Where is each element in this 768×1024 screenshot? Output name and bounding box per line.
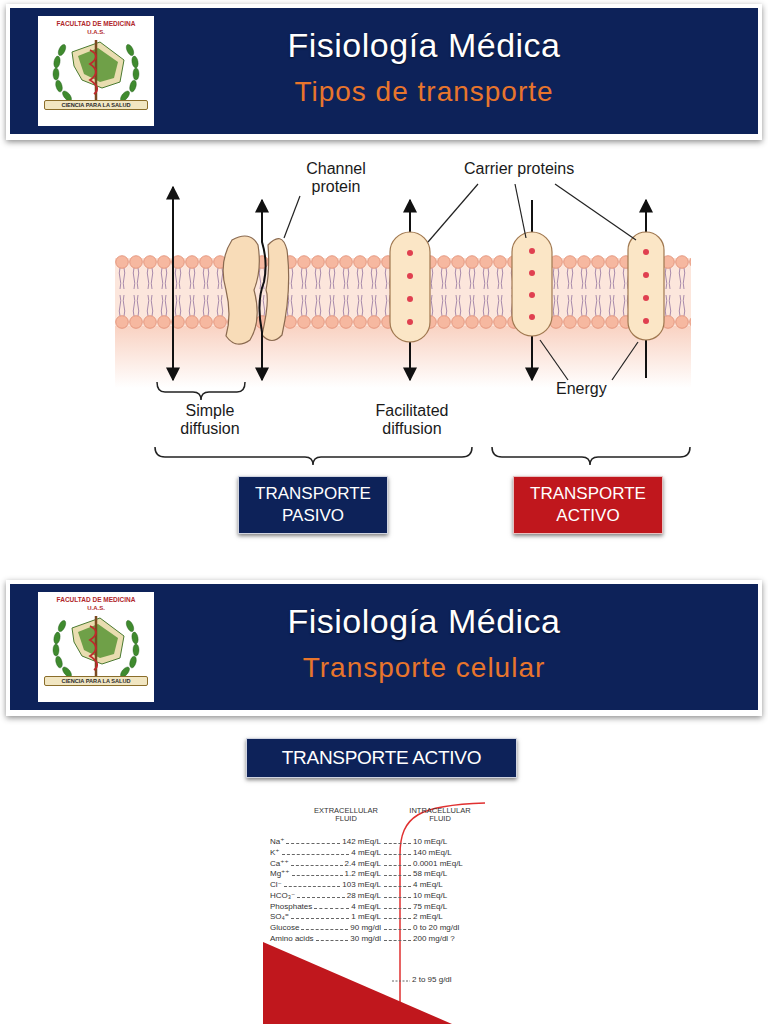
- table-cell: Glucose: [270, 923, 299, 932]
- table-row: HCO₃⁻ 28 mEq/L: [270, 890, 381, 900]
- dash-leader: [297, 896, 344, 898]
- dash-leader: [384, 917, 411, 919]
- dash-leader: [314, 907, 349, 909]
- part-label: Channel protein: [296, 160, 376, 197]
- logo-text: U.A.S.: [38, 29, 154, 35]
- dash-leader: [282, 853, 350, 855]
- logo-ribbon-text: CIENCIA PARA LA SALUD: [44, 100, 148, 110]
- header-band: Fisiología MédicaTransporte celularFACUL…: [10, 584, 758, 710]
- dash-leader: [384, 896, 411, 898]
- table-cell: 4 mEq/L: [351, 848, 381, 857]
- table-row: Ca⁺⁺ 2.4 mEq/L: [270, 858, 381, 868]
- table-row: 0 to 20 mg/dl: [384, 922, 494, 932]
- part-label: Energy: [556, 380, 626, 398]
- table-cell: 4 mEq/L: [413, 880, 443, 889]
- table-cell: 75 mEq/L: [413, 902, 447, 911]
- logo-ribbon-text: CIENCIA PARA LA SALUD: [44, 676, 148, 686]
- dash-leader: [286, 842, 340, 844]
- table-row: Na⁺ 142 mEq/L: [270, 836, 381, 846]
- dash-leader: [384, 907, 411, 909]
- dash-leader: [384, 864, 411, 866]
- table-cell: 1 mEq/L: [351, 912, 381, 921]
- table-row: 0.0001 mEq/L: [384, 858, 494, 868]
- table-cell: Mg⁺⁺: [270, 869, 290, 878]
- table-cell: 28 mEq/L: [347, 891, 381, 900]
- table-row: K⁺ 4 mEq/L: [270, 847, 381, 857]
- table-cell: 1.2 mEq/L: [345, 869, 381, 878]
- box-label: TRANSPORTE ACTIVO: [282, 747, 481, 769]
- logo-text: U.A.S.: [38, 605, 154, 611]
- box-label: TRANSPORTE ACTIVO: [514, 483, 662, 527]
- dash-leader: [316, 939, 349, 941]
- slide-subtitle: Transporte celular: [90, 652, 758, 684]
- table-cell: 10 mEq/L: [413, 837, 447, 846]
- table-row: 140 mEq/L: [384, 847, 494, 857]
- process-label: Facilitated diffusion: [360, 402, 464, 439]
- table-cell: Phosphates: [270, 902, 312, 911]
- table-cell: 103 mEq/L: [342, 880, 381, 889]
- dash-leader: [291, 864, 343, 866]
- table-cell: Amino acids: [270, 934, 314, 943]
- table-header: EXTRACELLULAR FLUID: [314, 807, 378, 823]
- category-box: TRANSPORTE ACTIVO: [513, 476, 663, 534]
- header-band: Fisiología MédicaTipos de transporteFACU…: [10, 8, 758, 134]
- table-row: 58 mEq/L: [384, 868, 494, 878]
- table-row: 10 mEq/L: [384, 836, 494, 846]
- table-row: Amino acids 30 mg/dl: [270, 933, 381, 943]
- table-cell: Ca⁺⁺: [270, 859, 289, 868]
- dash-leader: [384, 874, 411, 876]
- table-cell: 2 to 95 g/dl: [412, 974, 452, 984]
- box-label: TRANSPORTE PASIVO: [239, 483, 387, 527]
- table-cell: 140 mEq/L: [413, 848, 452, 857]
- table-row: 75 mEq/L: [384, 901, 494, 911]
- category-box: TRANSPORTE PASIVO: [238, 476, 388, 534]
- slide-title: Fisiología Médica: [90, 602, 758, 641]
- logo-text: FACULTAD DE MEDICINA: [38, 596, 154, 603]
- logo-text: FACULTAD DE MEDICINA: [38, 20, 154, 27]
- table-cell: 142 mEq/L: [342, 837, 381, 846]
- dash-leader: [291, 917, 349, 919]
- table-row: 200 mg/dl ?: [384, 933, 494, 943]
- faculty-logo: FACULTAD DE MEDICINA U.A.S. CIENCIA PARA L…: [38, 592, 154, 702]
- faculty-logo: FACULTAD DE MEDICINA U.A.S. CIENCIA PARA L…: [38, 16, 154, 126]
- table-cell: 4 mEq/L: [351, 902, 381, 911]
- table-row: 2 mEq/L: [384, 911, 494, 921]
- section-box: TRANSPORTE ACTIVO: [246, 738, 517, 778]
- table-row: Phosphates 4 mEq/L: [270, 901, 381, 911]
- dash-leader: [384, 928, 411, 930]
- table-cell: 58 mEq/L: [413, 869, 447, 878]
- table-row: Cl⁻ 103 mEq/L: [270, 879, 381, 889]
- table-row: 10 mEq/L: [384, 890, 494, 900]
- table-cell: 2 mEq/L: [413, 912, 443, 921]
- dash-leader: [384, 853, 411, 855]
- table-cell: Cl⁻: [270, 880, 282, 889]
- table-cell: 200 mg/dl ?: [413, 934, 455, 943]
- slide-subtitle: Tipos de transporte: [90, 76, 758, 108]
- table-cell: Na⁺: [270, 837, 284, 846]
- table-cell: 0 to 20 mg/dl: [413, 923, 459, 932]
- dash-leader: [384, 842, 411, 844]
- table-cell: 0.0001 mEq/L: [413, 859, 463, 868]
- table-cell: 2.4 mEq/L: [345, 859, 381, 868]
- dash-leader: [292, 874, 343, 876]
- process-label: Simple diffusion: [168, 402, 252, 439]
- table-cell: SO₄⁼: [270, 912, 289, 921]
- table-cell: K⁺: [270, 848, 280, 857]
- slide-title: Fisiología Médica: [90, 26, 758, 65]
- table-row: SO₄⁼ 1 mEq/L: [270, 911, 381, 921]
- table-row: Mg⁺⁺ 1.2 mEq/L: [270, 868, 381, 878]
- table-row: 4 mEq/L: [384, 879, 494, 889]
- table-cell: 90 mg/dl: [350, 923, 381, 932]
- dash-leader: [284, 885, 341, 887]
- table-cell: 30 mg/dl: [350, 934, 381, 943]
- table-header: INTRACELLULAR FLUID: [408, 807, 472, 823]
- table-cell: 10 mEq/L: [413, 891, 447, 900]
- table-cell: HCO₃⁻: [270, 891, 295, 900]
- table-row: Glucose 90 mg/dl: [270, 922, 381, 932]
- dash-leader: [384, 885, 411, 887]
- dash-leader: [301, 928, 348, 930]
- dash-leader: [384, 939, 411, 941]
- part-label: Carrier proteins: [464, 160, 614, 178]
